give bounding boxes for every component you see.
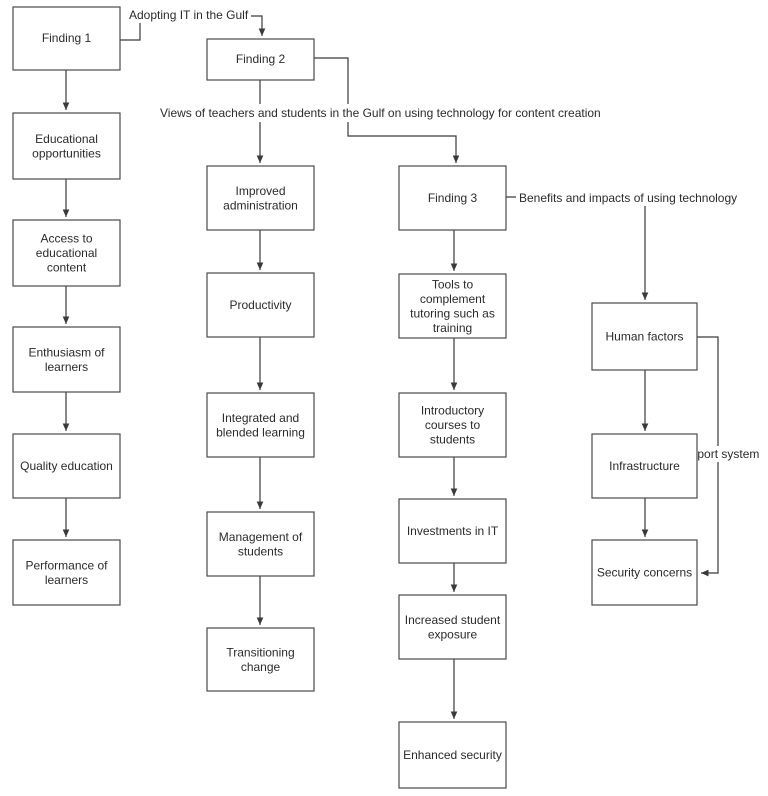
node-finding-2: Finding 2 xyxy=(206,38,315,81)
node-access-to-educational-content-label-line-1: Access to xyxy=(40,232,92,246)
node-security-concerns: Security concerns xyxy=(591,539,698,606)
node-management-of-students-label-line-1: Management of xyxy=(219,530,303,544)
node-increased-student-exposure-label-line-1: Increased student xyxy=(405,613,501,627)
node-introductory-courses-label-line-2: courses to xyxy=(425,418,481,432)
node-improved-administration-label-line-1: Improved xyxy=(235,184,285,198)
node-performance-of-learners-label-line-2: learners xyxy=(45,573,88,587)
node-quality-education-label-line-1: Quality education xyxy=(20,459,113,473)
edge-finding3-to-human-factors xyxy=(506,196,649,300)
node-tools-to-complement-tutoring-label-line-3: tutoring such as xyxy=(410,306,495,320)
node-transitioning-change-label-line-2: change xyxy=(241,660,281,674)
node-integrated-and-blended-learning-label-line-1: Integrated and xyxy=(222,411,299,425)
edge-finding2-to-finding3 xyxy=(314,57,460,163)
node-enhanced-security: Enhanced security xyxy=(398,721,507,789)
node-access-to-educational-content-label-line-3: content xyxy=(47,261,87,275)
node-finding-2-label: Finding 2 xyxy=(236,52,286,66)
node-infrastructure: Infrastructure xyxy=(591,433,698,499)
node-tools-to-complement-tutoring-label-line-2: complement xyxy=(420,292,486,306)
node-educational-opportunities-label-line-1: Educational xyxy=(35,132,98,146)
node-introductory-courses-label-line-3: students xyxy=(430,433,475,447)
node-increased-student-exposure-label-line-2: exposure xyxy=(428,627,478,641)
node-investments-in-it: Investments in IT xyxy=(398,498,507,564)
node-quality-education-label: Quality education xyxy=(20,459,113,473)
node-finding-3-label: Finding 3 xyxy=(428,191,478,205)
node-human-factors: Human factors xyxy=(591,302,698,371)
node-transitioning-change-label-line-1: Transitioning xyxy=(226,645,294,659)
node-investments-in-it-label: Investments in IT xyxy=(407,524,499,538)
node-management-of-students-label-line-2: students xyxy=(238,544,283,558)
node-introductory-courses-label-line-1: Introductory xyxy=(421,404,484,418)
node-investments-in-it-label-line-1: Investments in IT xyxy=(407,524,499,538)
edge-label-benefits: Benefits and impacts of using technology xyxy=(519,191,737,205)
node-finding-1: Finding 1 xyxy=(12,6,121,71)
node-security-concerns-label: Security concerns xyxy=(597,566,692,580)
node-infrastructure-label: Infrastructure xyxy=(609,459,680,473)
edge-label-adopting: Adopting IT in the Gulf xyxy=(129,8,249,22)
node-performance-of-learners-label-line-1: Performance of xyxy=(25,558,108,572)
node-tools-to-complement-tutoring-label-line-1: Tools to xyxy=(432,277,474,291)
node-human-factors-label-line-1: Human factors xyxy=(605,330,683,344)
node-enhanced-security-label: Enhanced security xyxy=(403,748,502,762)
node-productivity-label-line-1: Productivity xyxy=(229,298,291,312)
node-productivity: Productivity xyxy=(206,272,315,338)
node-productivity-label: Productivity xyxy=(229,298,291,312)
node-access-to-educational-content-label-line-2: educational xyxy=(36,246,97,260)
node-enhanced-security-label-line-1: Enhanced security xyxy=(403,748,502,762)
node-security-concerns-label-line-1: Security concerns xyxy=(597,566,692,580)
node-finding-3: Finding 3 xyxy=(398,165,507,231)
node-improved-administration-label-line-2: administration xyxy=(223,198,298,212)
node-tools-to-complement-tutoring-label-line-4: training xyxy=(433,321,472,335)
node-educational-opportunities-label-line-2: opportunities xyxy=(32,146,101,160)
node-human-factors-label: Human factors xyxy=(605,330,683,344)
edge-label-views: Views of teachers and students in the Gu… xyxy=(160,106,601,120)
node-quality-education: Quality education xyxy=(12,433,121,499)
node-integrated-and-blended-learning-label-line-2: blended learning xyxy=(216,425,305,439)
node-infrastructure-label-line-1: Infrastructure xyxy=(609,459,680,473)
node-enthusiasm-of-learners-label-line-1: Enthusiasm of xyxy=(28,345,105,359)
node-enthusiasm-of-learners-label-line-2: learners xyxy=(45,360,88,374)
node-finding-1-label: Finding 1 xyxy=(42,31,92,45)
